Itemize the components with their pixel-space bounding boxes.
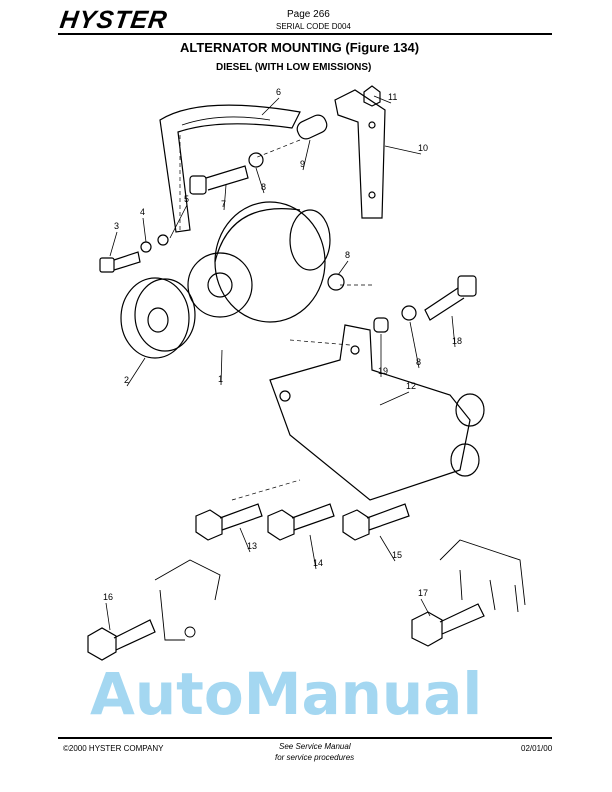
footer-date: 02/01/00 (521, 744, 553, 753)
callout-leader-line (373, 95, 392, 104)
bolt-16 (87, 619, 156, 661)
washer-8a (248, 152, 264, 168)
callout-leader-line (142, 217, 147, 243)
callout-9: 9 (300, 159, 305, 169)
bolt-15 (342, 503, 410, 541)
callout-leader-line (451, 315, 456, 348)
callout-12: 12 (406, 381, 416, 391)
callout-8: 8 (345, 250, 350, 260)
mounting-bracket-12 (269, 324, 485, 501)
callout-leader-line (109, 231, 118, 257)
callout-leader-line (126, 357, 146, 387)
callout-18: 18 (452, 336, 462, 346)
callout-6: 6 (276, 87, 281, 97)
nut-11 (363, 85, 381, 107)
callout-11: 11 (388, 92, 397, 102)
callout-8: 8 (416, 357, 421, 367)
callout-1: 1 (218, 374, 223, 384)
washer-8c (401, 305, 417, 321)
callout-5: 5 (184, 194, 189, 204)
footer-note-line1: See Service Manual (279, 742, 351, 751)
alternator (187, 201, 331, 323)
bolt-18 (424, 275, 477, 321)
callout-leader-line (384, 145, 422, 155)
footer-copyright: ©2000 HYSTER COMPANY (63, 744, 164, 753)
engine-bracket-right (439, 539, 526, 613)
callout-leader-line (379, 535, 396, 562)
callout-leader-line (169, 204, 188, 239)
washer-8b (327, 273, 345, 291)
callout-leader-line (409, 321, 420, 369)
callout-leader-line (239, 527, 251, 553)
callout-19: 19 (378, 366, 388, 376)
callout-7: 7 (221, 199, 226, 209)
footer-note-line2: for service procedures (275, 753, 355, 762)
spacer-9 (296, 114, 328, 140)
page-title: ALTERNATOR MOUNTING (Figure 134) (180, 40, 420, 55)
callout-8: 8 (261, 182, 266, 192)
bolt-7 (189, 165, 249, 195)
callout-14: 14 (313, 558, 323, 568)
bolt-17 (411, 603, 485, 647)
callout-leader-line (223, 184, 227, 211)
serial-code: SERIAL CODE D004 (276, 22, 351, 31)
callout-group: 6 11 10 9 8 7 5 4 3 8 18 8 19 2 1 12 13 14 15 16 17 (103, 87, 462, 631)
callout-leader-line (302, 139, 311, 171)
bolt-13 (195, 503, 263, 541)
callout-leader-line (420, 598, 431, 617)
pulley-2 (120, 277, 196, 359)
callout-leader-line (255, 167, 265, 194)
page-subtitle: DIESEL (WITH LOW EMISSIONS) (216, 62, 372, 73)
engine-bracket-left (154, 559, 221, 641)
bolt-3 (99, 251, 141, 273)
callout-10: 10 (418, 143, 428, 153)
callout-leader-line (105, 602, 111, 631)
callout-17: 17 (418, 588, 428, 598)
callout-leader-line (220, 349, 223, 386)
callout-15: 15 (392, 550, 402, 560)
watermark: AutoManual (90, 660, 483, 728)
callout-leader-line (309, 534, 317, 570)
callout-leader-line (379, 391, 410, 406)
callout-16: 16 (103, 592, 113, 602)
page-number: Page 266 (287, 9, 330, 20)
callout-4: 4 (140, 207, 145, 217)
callout-13: 13 (247, 541, 257, 551)
callout-leader-line (261, 97, 280, 116)
mounting-bracket-10 (334, 89, 386, 219)
washer-4 (140, 241, 152, 253)
adjusting-bracket (159, 104, 301, 233)
callout-leader-line (337, 260, 349, 276)
callout-3: 3 (114, 221, 119, 231)
header-divider (58, 33, 552, 35)
callout-2: 2 (124, 375, 129, 385)
bolt-14 (267, 503, 335, 541)
washer-5 (157, 234, 169, 246)
bushing-19 (373, 317, 389, 333)
footer-divider (58, 737, 552, 739)
